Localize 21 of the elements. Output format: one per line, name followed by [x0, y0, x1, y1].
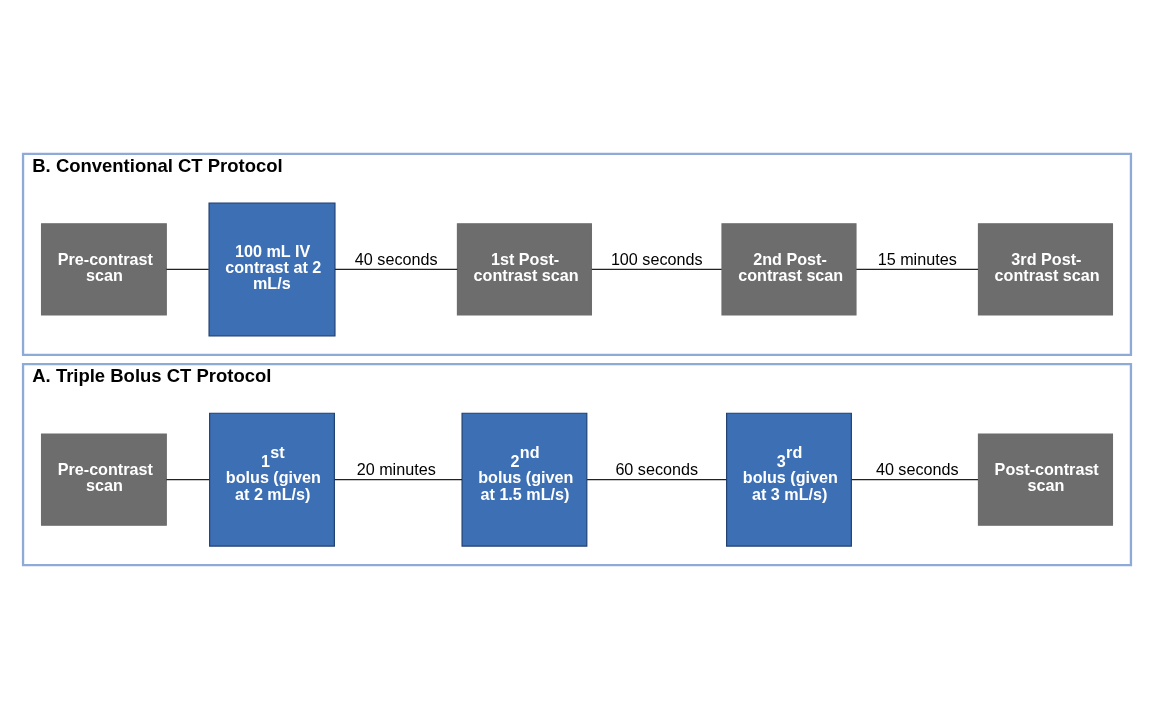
connector — [855, 268, 979, 271]
edge-label: 40 seconds — [875, 460, 959, 479]
connector — [165, 268, 210, 271]
edge-label: 15 minutes — [877, 250, 957, 268]
connector — [333, 478, 463, 481]
edge-label: 100 seconds — [610, 250, 703, 268]
edge-label: 60 seconds — [615, 460, 699, 479]
node-box: 1st Post-contrast scan — [456, 223, 593, 316]
node-box: Pre-contrast scan — [40, 223, 167, 316]
edge-label: 20 minutes — [356, 460, 436, 479]
connector — [334, 268, 459, 271]
connector — [591, 268, 723, 271]
node-box: 100 mL IV contrast at 2 mL/s — [208, 202, 336, 337]
connector — [586, 478, 727, 481]
connector — [165, 478, 210, 481]
node-box: Post-contrast scan — [977, 433, 1114, 526]
connector — [851, 478, 979, 481]
node-box: 3rd Post-contrast scan — [977, 223, 1114, 316]
edge-label: 40 seconds — [354, 250, 438, 268]
node-box: Pre-contrast scan — [40, 433, 167, 526]
node-box: 2nd Post-contrast scan — [721, 223, 857, 316]
